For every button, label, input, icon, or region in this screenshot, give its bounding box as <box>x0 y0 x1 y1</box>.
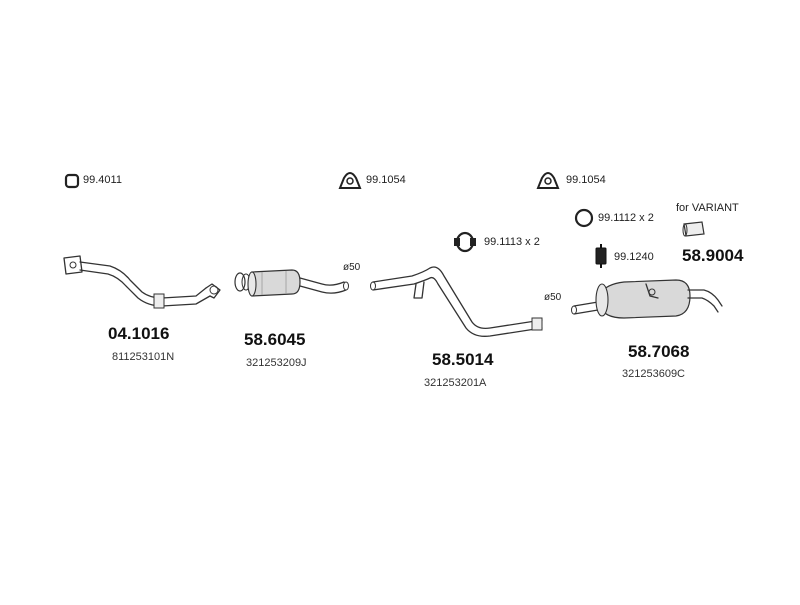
oring-icon <box>574 208 594 228</box>
variant-note: for VARIANT <box>676 202 739 214</box>
oring-number: 99.1112 x 2 <box>598 212 654 224</box>
front-pipe-oem-number: 811253101N <box>112 351 175 363</box>
hanger-1-icon <box>338 172 362 189</box>
middle-pipe-oem-number: 321253201A <box>424 377 487 389</box>
middle-pipe-part-number: 58.5014 <box>432 350 494 369</box>
front-muffler-part-number: 58.6045 <box>244 330 306 349</box>
hanger-2-icon <box>536 172 560 189</box>
ring-clamp-number: 99.4011 <box>83 174 122 186</box>
hanger-1-number: 99.1054 <box>366 174 406 186</box>
rear-muffler-oem-number: 321253609C <box>622 368 686 380</box>
tail-pipe-part-number: 58.9004 <box>682 246 744 265</box>
front-muffler-oem-number: 321253209J <box>246 357 307 369</box>
front-muffler-drawing <box>234 269 349 297</box>
hanger-2-number: 99.1054 <box>566 174 606 186</box>
bracket-icon <box>454 231 476 253</box>
middle-pipe-drawing <box>370 266 543 337</box>
middle-pipe-diameter: ø50 <box>544 292 562 303</box>
bracket-number: 99.1113 x 2 <box>484 236 540 248</box>
ring-clamp-icon <box>64 173 80 189</box>
front-pipe-part-number: 04.1016 <box>108 324 170 343</box>
rubber-mount-number: 99.1240 <box>614 251 654 263</box>
rear-muffler-drawing <box>571 279 723 319</box>
front-muffler-diameter: ø50 <box>343 262 361 273</box>
rear-muffler-part-number: 58.7068 <box>628 342 690 361</box>
front-pipe-drawing <box>63 255 221 309</box>
rubber-mount-icon <box>595 244 607 268</box>
tail-pipe-icon <box>682 221 705 237</box>
